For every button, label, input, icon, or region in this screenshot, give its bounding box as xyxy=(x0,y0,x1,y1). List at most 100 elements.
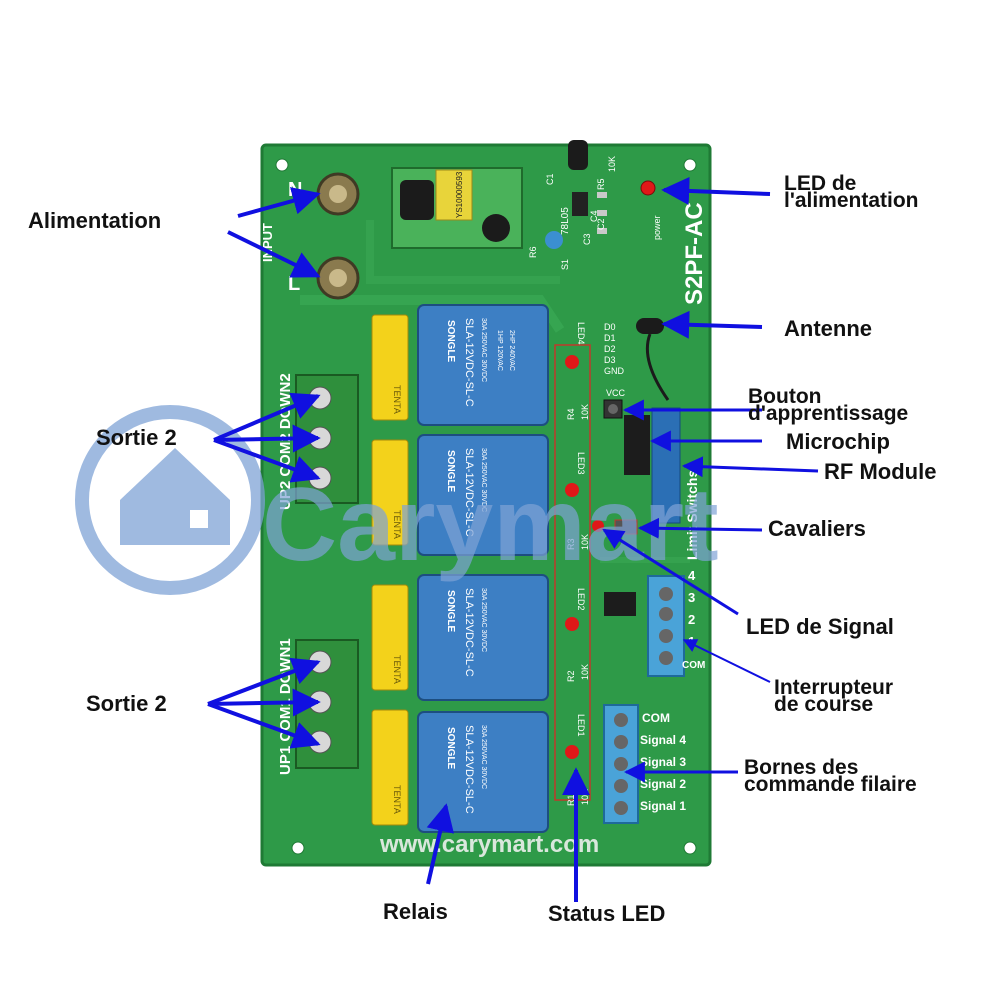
signal-terminal-labels: COM Signal 4 Signal 3 Signal 2 Signal 1 xyxy=(640,711,686,813)
res-r6: R6 xyxy=(528,246,538,258)
arrow-sortie-bot-2 xyxy=(207,688,321,717)
arrow-sortie-top-2 xyxy=(213,424,321,453)
model-label: S2PF-AC xyxy=(681,202,708,305)
rf-module-board xyxy=(651,407,681,524)
relay-model-4: SLA-12VDC-SL-C xyxy=(463,725,475,814)
watermark-logo xyxy=(75,405,265,595)
cap-c1: C1 xyxy=(545,173,555,185)
relay-brand-3: SONGLE xyxy=(445,590,456,633)
arrow-sortie-bot-3 xyxy=(207,702,321,749)
relay-rating-3: 30A 250VAC 30VDC xyxy=(480,588,487,652)
pin-d3: D3 xyxy=(604,355,616,365)
l-label: L xyxy=(288,273,300,295)
res-name-1: R1 xyxy=(566,794,576,806)
arrow-led-signal xyxy=(602,528,739,616)
power-input-terminals xyxy=(316,172,360,300)
cap-c3: C3 xyxy=(582,233,592,245)
label-bornes-2: commande filaire xyxy=(744,773,917,796)
label-sortie-bottom: Sortie 2 xyxy=(86,691,167,716)
label-led-alim-2: l'alimentation xyxy=(784,189,919,212)
relay-model-2: SLA-12VDC-SL-C xyxy=(463,448,475,537)
res-value-1: 10K xyxy=(580,789,590,805)
arrow-alim-n xyxy=(237,187,321,218)
relay-model-1: SLA-12VDC-SL-C xyxy=(463,318,475,407)
output-bottom-label: UP1 COM1 DOWN1 xyxy=(277,638,294,775)
power-supply-module: YS10000593 xyxy=(391,167,523,249)
label-bouton-1: Bouton xyxy=(748,385,822,408)
res-name-3: R3 xyxy=(566,538,576,550)
res-r5: R5 xyxy=(596,178,606,190)
signal-terminal xyxy=(603,704,639,824)
signal-com: COM xyxy=(642,711,670,725)
relay-model-3: SLA-12VDC-SL-C xyxy=(463,588,475,677)
arrow-sortie-top-1 xyxy=(213,392,321,442)
arrow-antenne xyxy=(661,310,763,339)
led-name-2: LED2 xyxy=(576,588,586,611)
pin-d0: D0 xyxy=(604,322,616,332)
arrow-cavaliers xyxy=(637,517,763,539)
arrow-relais xyxy=(426,803,454,885)
relay-rating-4: 30A 250VAC 30VDC xyxy=(480,725,487,789)
pin-gnd: GND xyxy=(604,366,625,376)
arrow-sortie-bot-1 xyxy=(207,657,321,706)
limit-switch-terminal xyxy=(647,575,685,677)
data-pin-labels: D0 D1 D2 D3 GND VCC xyxy=(604,322,626,398)
small-ic xyxy=(604,592,636,616)
label-cavaliers: Cavaliers xyxy=(768,516,866,541)
label-rf-module: RF Module xyxy=(824,459,937,484)
fuse-label-1: TENTA xyxy=(392,385,402,414)
label-alimentation: Alimentation xyxy=(28,208,162,233)
res-value-4: 10K xyxy=(580,404,590,420)
switch-s1: S1 xyxy=(560,259,570,270)
status-leds xyxy=(565,355,579,759)
arrow-led-alim xyxy=(661,176,771,205)
arrow-rf xyxy=(681,456,819,478)
relay-brand-2: SONGLE xyxy=(445,450,456,493)
signal-2: Signal 2 xyxy=(640,777,686,791)
label-bornes-1: Bornes des xyxy=(744,756,859,779)
fuse-label-3: TENTA xyxy=(392,655,402,684)
label-bouton-2: d'apprentissage xyxy=(748,402,909,425)
relay-rating-1: 30A 250VAC 30VDC xyxy=(480,318,487,382)
cap-c4: C4 xyxy=(589,210,599,222)
label-led-signal: LED de Signal xyxy=(746,614,894,639)
relay-rating2-1: 1HP 120VAC xyxy=(496,330,503,371)
pin-d2: D2 xyxy=(604,344,616,354)
label-led-alim-1: LED de xyxy=(784,172,857,195)
label-status-led: Status LED xyxy=(548,901,666,926)
power-label: power xyxy=(652,215,662,240)
pin-vcc: VCC xyxy=(606,388,626,398)
fuse-label-2: TENTA xyxy=(392,510,402,539)
relay-rating3-1: 2HP 240VAC xyxy=(508,330,515,371)
label-interrupteur-2: de course xyxy=(774,693,874,716)
arrow-interrupteur xyxy=(682,639,771,683)
led-name-3: LED3 xyxy=(576,452,586,475)
signal-3: Signal 3 xyxy=(640,755,686,769)
limit-switch-label: Limit Switchs xyxy=(684,470,700,560)
relay-rating-2: 30A 250VAC 30VDC xyxy=(480,448,487,512)
fuse-label-4: TENTA xyxy=(392,785,402,814)
signal-led xyxy=(592,520,604,532)
psu-code: YS10000593 xyxy=(455,171,464,218)
pin-d1: D1 xyxy=(604,333,616,343)
r5-value: 10K xyxy=(607,156,617,172)
arrow-alim-l xyxy=(227,230,321,278)
res-name-2: R2 xyxy=(566,670,576,682)
cap-c2: C2 xyxy=(596,218,606,230)
res-name-4: R4 xyxy=(566,408,576,420)
relay-brand-4: SONGLE xyxy=(445,727,456,770)
limit-2: 2 xyxy=(688,612,695,627)
relay-brand-1: SONGLE xyxy=(445,320,456,363)
status-led-box xyxy=(554,344,591,801)
website-text: www.carymart.com xyxy=(379,831,599,858)
limit-4: 4 xyxy=(688,568,696,583)
arrow-sortie-top-3 xyxy=(213,438,321,483)
regulator-area xyxy=(545,140,607,249)
signal-1: Signal 1 xyxy=(640,799,686,813)
annotation-arrows xyxy=(207,176,819,902)
label-relais: Relais xyxy=(383,899,448,924)
led-name-1: LED1 xyxy=(576,714,586,737)
regulator-label: 78L05 xyxy=(560,207,571,235)
limit-com: COM xyxy=(682,660,705,671)
